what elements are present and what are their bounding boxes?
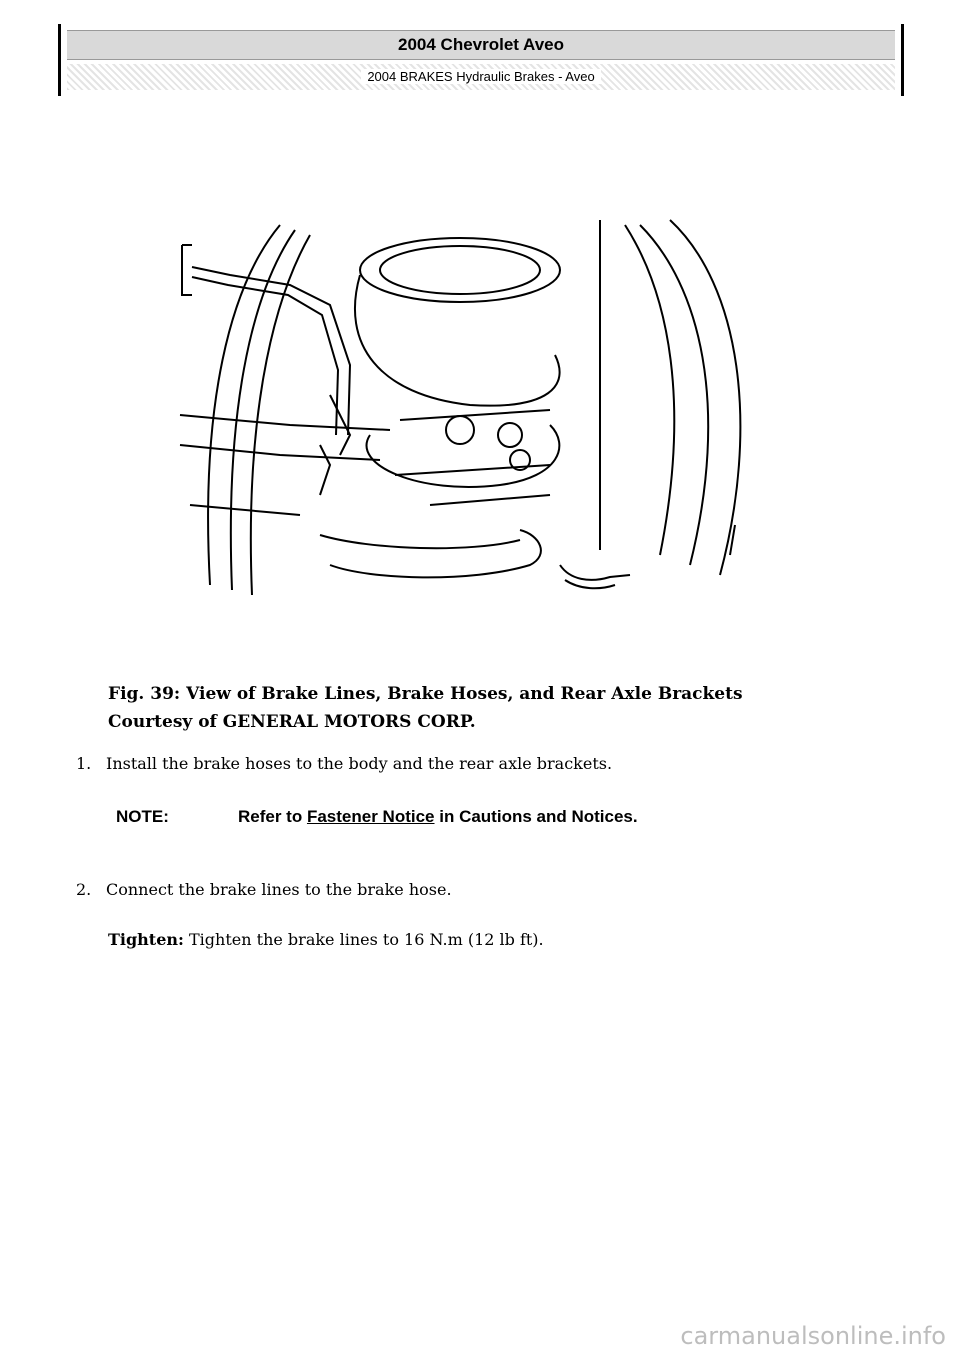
step-2: 2. Connect the brake lines to the brake h… [76, 878, 452, 902]
page-header: 2004 Chevrolet Aveo 2004 BRAKES Hydrauli… [58, 24, 904, 96]
step-number: 2. [76, 880, 92, 899]
tighten-label: Tighten: [108, 930, 184, 949]
brake-lines-illustration [170, 205, 760, 605]
note-text-before: Refer to [238, 807, 307, 826]
caption-title: Fig. 39: View of Brake Lines, Brake Hose… [108, 684, 743, 704]
tighten-text: Tighten the brake lines to 16 N.m (12 lb… [183, 930, 544, 949]
document-title: 2004 Chevrolet Aveo [67, 30, 895, 60]
figure-caption: Fig. 39: View of Brake Lines, Brake Hose… [108, 680, 808, 736]
note-label: NOTE: [116, 807, 169, 826]
tighten-spec: Tighten: Tighten the brake lines to 16 N… [108, 928, 544, 952]
caption-credit: Courtesy of GENERAL MOTORS CORP. [108, 712, 476, 732]
step-number: 1. [76, 754, 92, 773]
step-text: Connect the brake lines to the brake hos… [106, 880, 452, 899]
fastener-notice-link[interactable]: Fastener Notice [306, 807, 435, 826]
watermark: carmanualsonline.info [680, 1322, 946, 1350]
note-text: Refer to Fastener Notice in Cautions and… [238, 804, 718, 830]
step-1: 1. Install the brake hoses to the body an… [76, 752, 612, 776]
document-subtitle: 2004 BRAKES Hydraulic Brakes - Aveo [67, 64, 895, 90]
step-text: Install the brake hoses to the body and … [106, 754, 613, 773]
subtitle-text: 2004 BRAKES Hydraulic Brakes - Aveo [361, 69, 601, 84]
note-text-after: in Cautions and Notices. [434, 807, 638, 826]
